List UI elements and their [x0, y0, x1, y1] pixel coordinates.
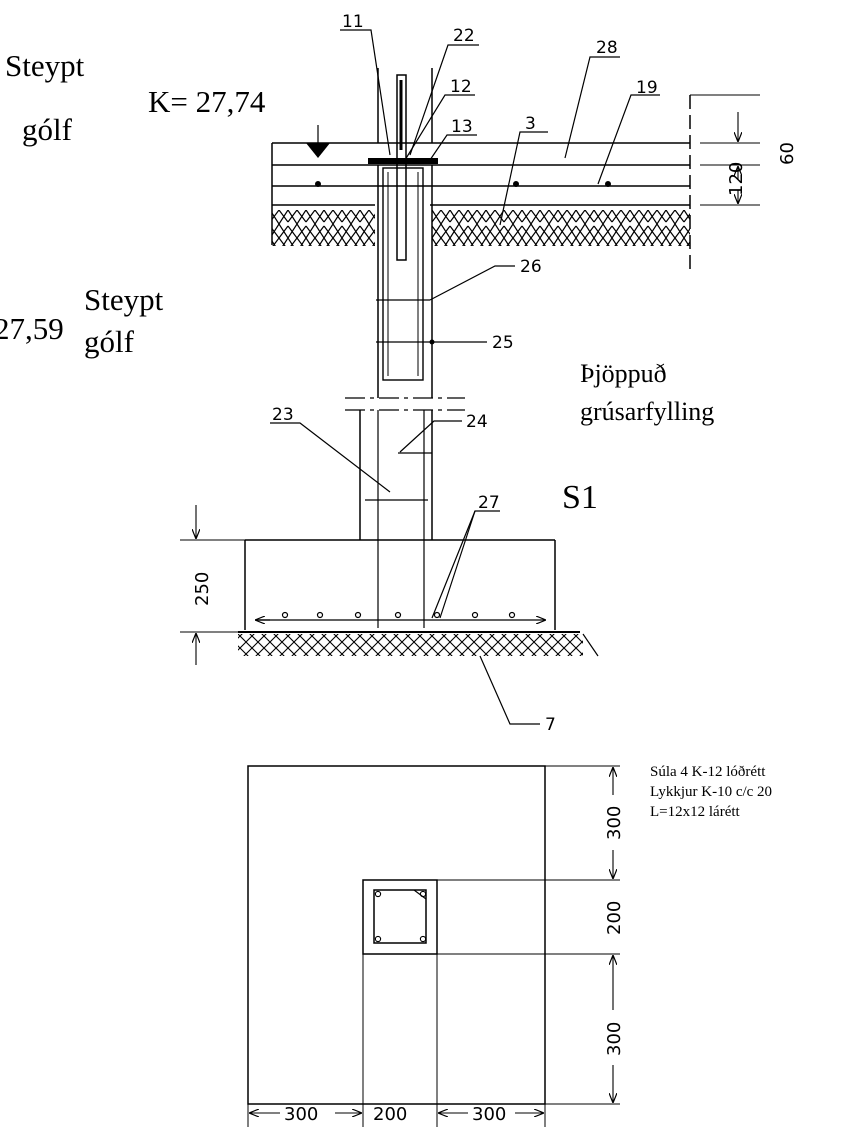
callout-13: 13 — [451, 117, 473, 137]
note-line-2: Lykkjur K-10 c/c 20 — [650, 784, 772, 800]
dimension-slab — [700, 112, 760, 206]
floor-slab — [271, 95, 691, 272]
note-line-1: Súla 4 K-12 lóðrétt — [650, 764, 766, 780]
plan-view — [247, 765, 620, 1127]
insulation-layer — [272, 210, 690, 246]
dimension-footing — [180, 505, 245, 665]
column — [345, 68, 465, 628]
callout-22: 22 — [453, 26, 475, 46]
level-upper: K= 27,74 — [148, 84, 266, 119]
label-steypt-lower: Steypt — [84, 282, 164, 317]
callout-11: 11 — [342, 12, 364, 32]
callout-28: 28 — [596, 38, 618, 58]
callout-12: 12 — [450, 77, 472, 97]
dim-60: 60 — [777, 142, 798, 165]
callout-27: 27 — [478, 493, 500, 513]
level-marker-upper — [306, 94, 760, 158]
dim-plan-300-top: 300 — [604, 806, 625, 840]
label-golf-upper: gólf — [22, 112, 73, 147]
callout-24: 24 — [466, 412, 488, 432]
label-golf-lower: gólf — [84, 324, 135, 359]
callout-26: 26 — [520, 257, 542, 277]
dim-plan-200-center: 200 — [373, 1104, 407, 1125]
dim-120: 120 — [726, 162, 747, 196]
dim-plan-300-bottom: 300 — [604, 1022, 625, 1056]
dim-plan-200-mid: 200 — [604, 901, 625, 935]
dim-plan-300-left: 300 — [284, 1104, 318, 1125]
callout-25: 25 — [492, 333, 514, 353]
level-lower: 27,59 — [0, 311, 64, 346]
dim-250: 250 — [192, 572, 213, 606]
callout-leaders — [270, 29, 660, 725]
callout-19: 19 — [636, 78, 658, 98]
callout-23: 23 — [272, 405, 294, 425]
callout-3: 3 — [525, 114, 536, 134]
label-steypt-upper: Steypt — [5, 48, 85, 83]
section-label: S1 — [562, 479, 598, 516]
label-fill-line2: grúsarfylling — [580, 397, 714, 426]
footing — [238, 539, 599, 657]
label-fill-line1: Þjöppuð — [580, 359, 667, 388]
dim-plan-300-right: 300 — [472, 1104, 506, 1125]
note-line-3: L=12x12 lárétt — [650, 804, 741, 820]
callout-7: 7 — [545, 715, 556, 735]
